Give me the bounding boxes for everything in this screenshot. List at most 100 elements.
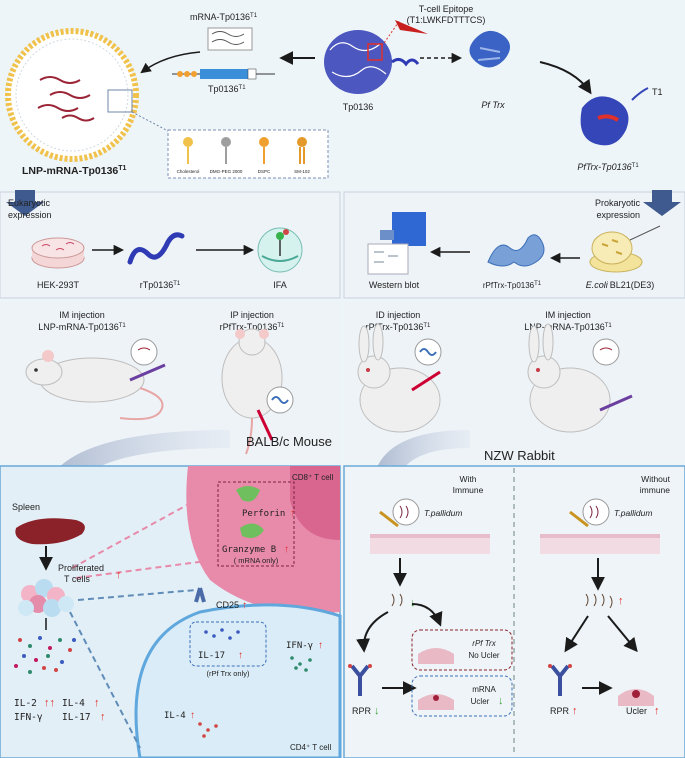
spleen-label: Spleen: [12, 502, 40, 512]
arrow-to-ucler-2: [607, 615, 638, 653]
rpr-up: ↑: [572, 705, 578, 717]
il4-label: IL-4: [164, 711, 186, 721]
mrna-only-label: ( mRNA only): [234, 556, 279, 565]
cd8-label: CD8⁺ T cell: [292, 473, 333, 482]
hek-dish-icon: [31, 237, 85, 269]
spleen-icon: [15, 518, 85, 545]
ifng-label: IFN-γ: [286, 641, 313, 651]
treponema-icon-2: [585, 593, 613, 609]
mrna-result-1: mRNA: [472, 685, 496, 694]
rpr-antibody-icon-2: [548, 664, 572, 696]
construct-label: Tp0136T1: [208, 84, 246, 94]
il17-dots: [204, 628, 240, 640]
with-immune-1: With: [460, 474, 477, 484]
tpallidum-label-2: T.pallidum: [614, 508, 652, 518]
t1-label: T1: [652, 87, 663, 97]
rpr-antibody-icon-1: [348, 664, 372, 696]
skin-1: [370, 534, 490, 554]
proliferated-up: ↑: [116, 569, 122, 581]
arrow-pftrx-to-fusion: [539, 61, 592, 95]
skin-mrna: [418, 694, 454, 710]
mrna-ucler-down: ↓: [498, 695, 504, 707]
ifng-dots: [290, 656, 312, 672]
mouse-im-syringe: [129, 363, 166, 382]
pftrx-tp0136-protein: [580, 87, 649, 146]
cytokine-il4-up: ↑: [94, 697, 100, 709]
tp0136-protein: [324, 30, 420, 94]
rabbit-id-1: ID injection: [376, 310, 421, 320]
il4-dots: [198, 722, 218, 738]
il17-label: IL-17: [198, 651, 225, 661]
lnp-particle: [5, 28, 139, 162]
rabbit-2-icon: [527, 323, 611, 433]
mouse-ip-syringe: [256, 409, 274, 441]
rpr-label-2: RPR: [550, 706, 570, 716]
granzyme-up: ↑: [284, 544, 289, 555]
rabbit-model-label: NZW Rabbit: [484, 448, 555, 463]
mouse-ip-2: rPfTrx-Tp0136T1: [220, 322, 285, 332]
mouse-im-1: IM injection: [59, 310, 105, 320]
tpallidum-bubble-2: [582, 498, 610, 526]
ifa-icon: [257, 227, 303, 273]
rpftrx-only-label: (rPf Trx only): [207, 669, 250, 678]
pftrx-tp-label: PfTrx-Tp0136T1: [577, 162, 639, 172]
euk-title-2: expression: [8, 210, 52, 220]
rtp-protein-icon: [127, 232, 185, 265]
granzyme-icon: [240, 523, 264, 538]
il4-up: ↑: [190, 710, 195, 721]
arrow-to-rpr-2: [564, 615, 589, 653]
cytokine-il4: IL-4: [62, 698, 85, 709]
mouse-model-label: BALB/c Mouse: [246, 434, 332, 449]
lipid-dspc: DSPC: [258, 169, 271, 174]
treponema-down: ↓: [410, 597, 416, 609]
cytokine-ifng: IFN-γ: [14, 712, 43, 723]
rpftrx-result-1: rPf Trx: [472, 639, 496, 648]
western-label: Western blot: [369, 280, 420, 290]
rabbit-im-lnp-bubble: [592, 338, 620, 366]
epitope-icon: [395, 20, 428, 34]
rpftrx-result-2: No Ucler: [468, 651, 499, 660]
il17-up: ↑: [238, 650, 243, 661]
mouse-big-arrow: [44, 430, 230, 492]
lipid-dmg-peg: DMG-PEG 2000: [210, 169, 243, 174]
arrow-to-rpftrx-box: [411, 603, 443, 627]
rabbit-im-syringe: [599, 394, 633, 412]
epitope-label-2: (T1:LWKFDTTTCS): [407, 15, 486, 25]
mrna-label: mRNA-Tp0136T1: [190, 12, 258, 22]
without-immune-2: immune: [640, 485, 671, 495]
rpftrx-protein-icon: [487, 234, 545, 267]
with-immune-2: Immune: [453, 485, 484, 495]
tpallidum-syringe-1: [379, 510, 399, 528]
cd25-label: CD25: [216, 600, 239, 610]
cytokine-il17: IL-17: [62, 712, 91, 723]
rpftrx-result-box: [411, 629, 513, 671]
perforin-up: ↑: [290, 508, 295, 519]
ifng-up: ↑: [318, 640, 323, 651]
lipid-cholesterol: Cholesterol: [177, 169, 200, 174]
cd25-receptor-icon: [194, 587, 206, 603]
rtp-label: rTp0136T1: [140, 280, 181, 290]
rabbit-1-icon: [357, 323, 441, 433]
rpr-label-1: RPR: [352, 706, 372, 716]
treponema-icon-1: [391, 593, 403, 607]
western-blot-icon: [367, 212, 426, 275]
protein-label: Tp0136: [343, 102, 374, 112]
lipid-icons: [183, 137, 307, 164]
mrna-construct: [172, 68, 275, 80]
pftrx-label: Pf Trx: [481, 100, 505, 110]
cd4-label: CD4⁺ T cell: [290, 743, 331, 752]
pftrx-protein: [469, 30, 510, 68]
connector-pink: [71, 475, 241, 569]
cytotoxic-box: [217, 481, 295, 567]
skin-rpftrx: [418, 648, 454, 664]
tpallidum-bubble-1: [392, 498, 420, 526]
cd25-up: ↑: [242, 600, 247, 611]
rabbit-im-2: LNP-mRNA-Tp0136T1: [524, 322, 612, 332]
granzyme-label: Granzyme B: [222, 545, 276, 555]
arrow-to-rpr-1: [356, 611, 389, 653]
connector-pink-2: [75, 559, 215, 579]
rabbit-id-2: rPfTrx-Tp0136T1: [366, 322, 431, 332]
il17-box: [189, 621, 267, 667]
